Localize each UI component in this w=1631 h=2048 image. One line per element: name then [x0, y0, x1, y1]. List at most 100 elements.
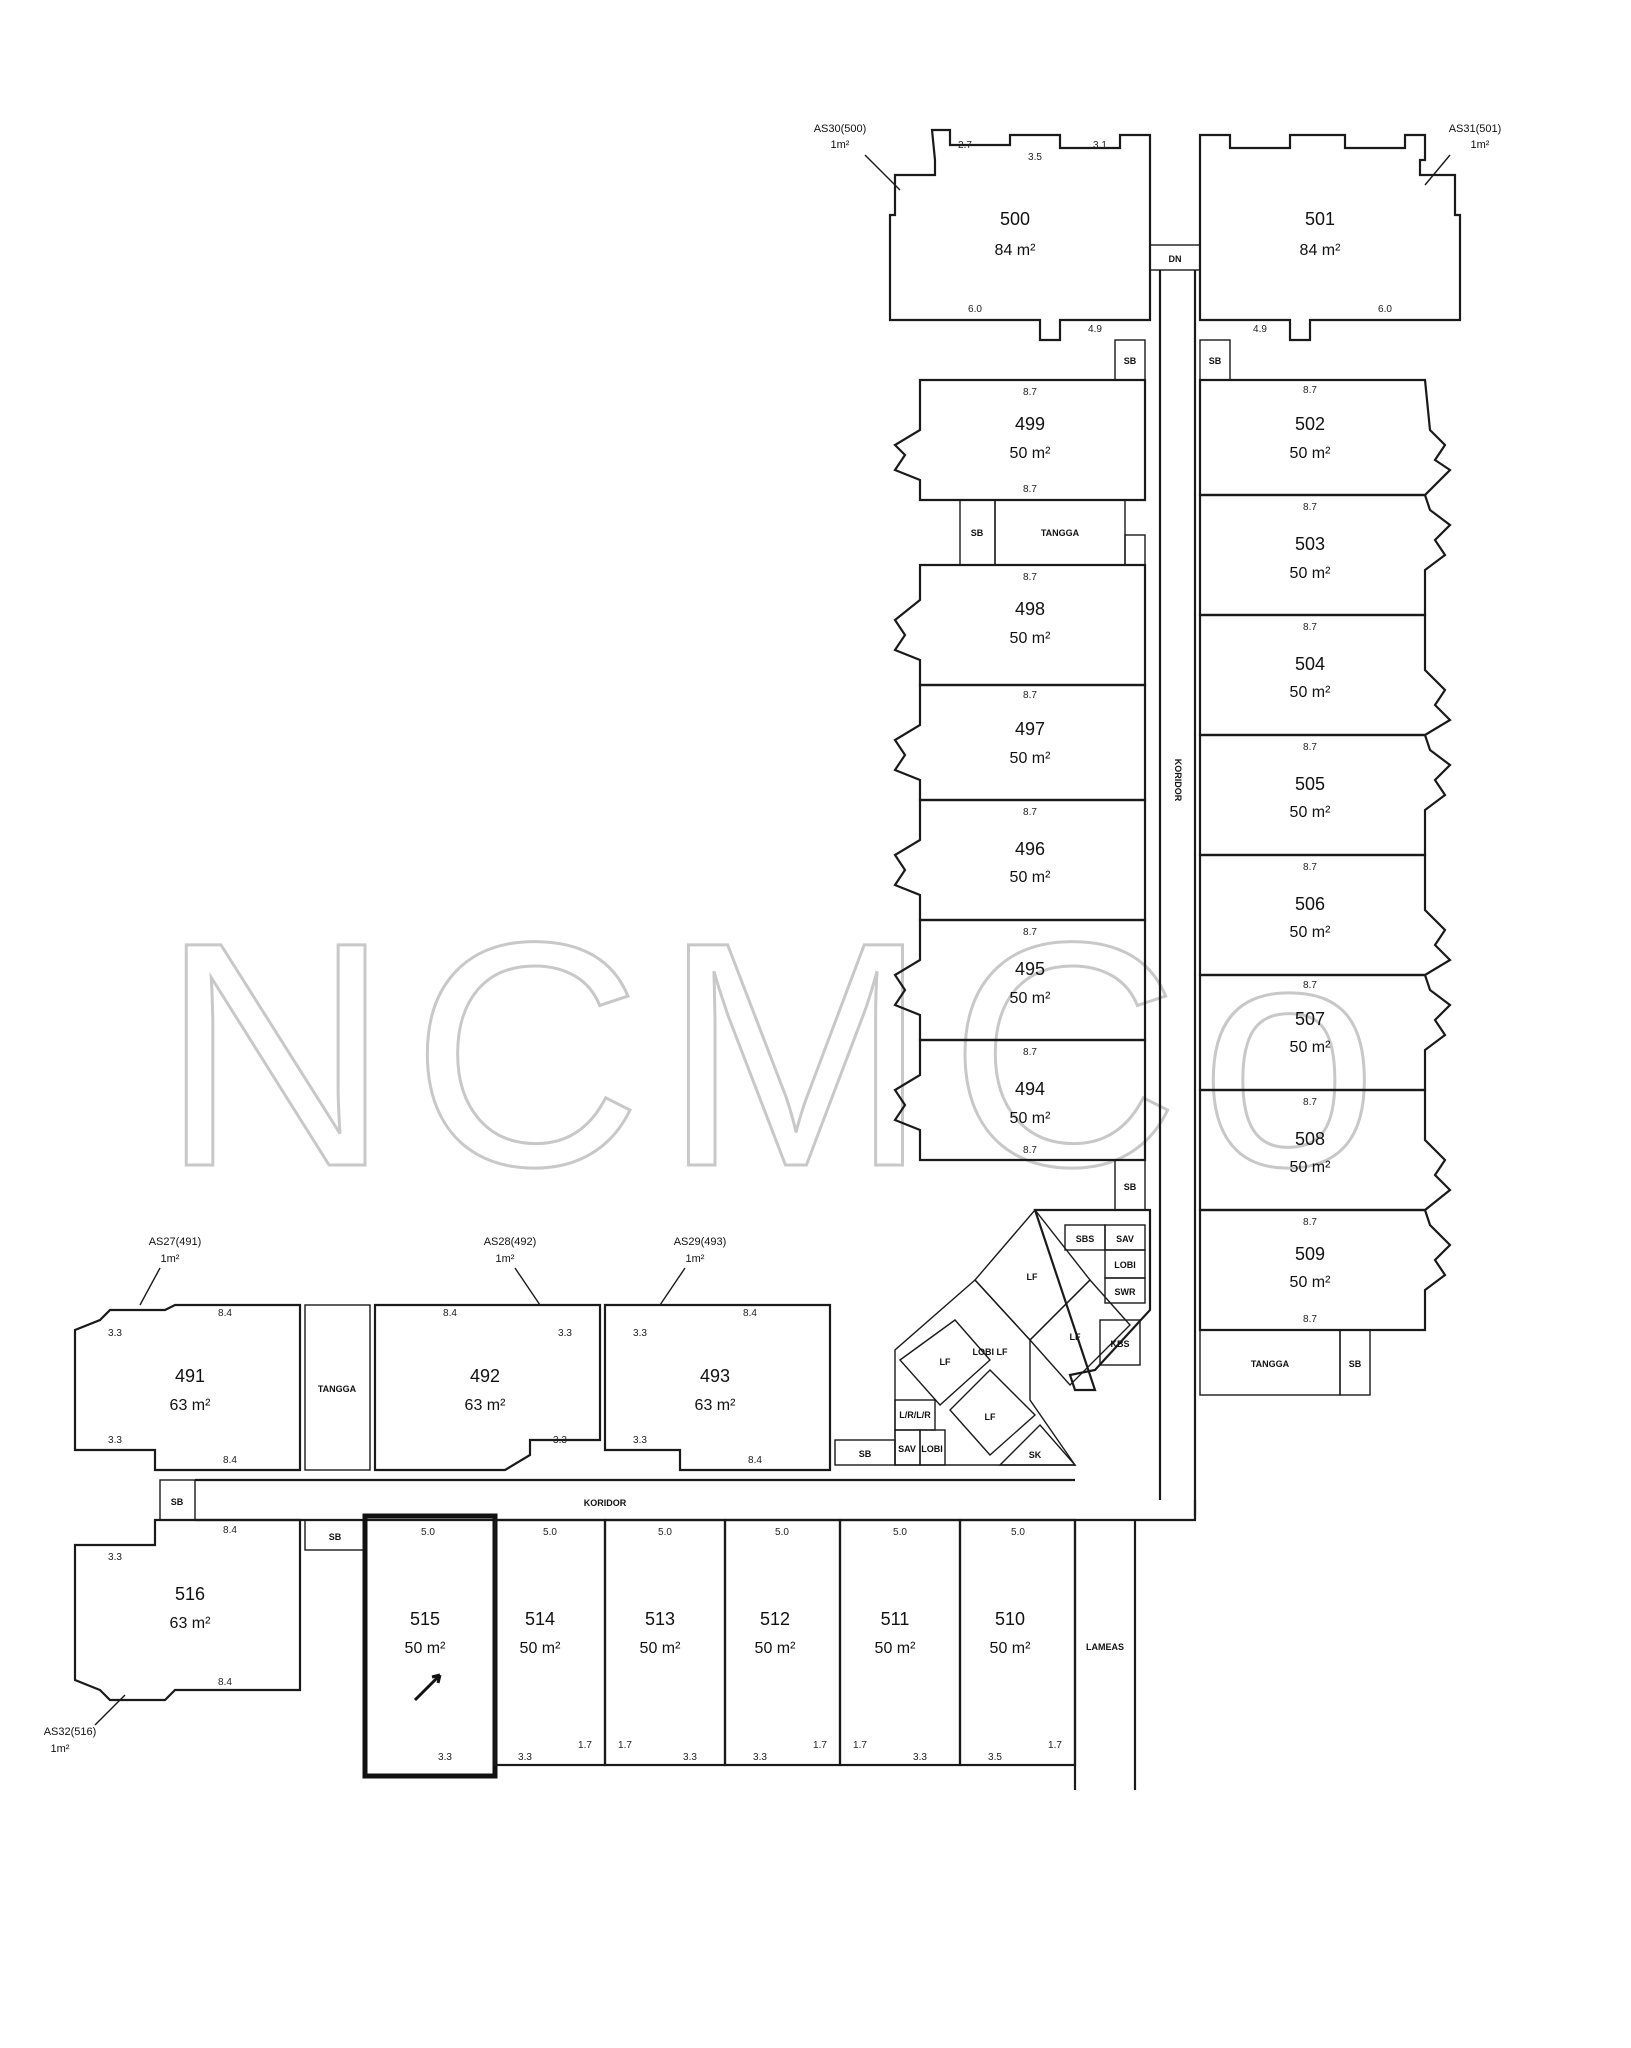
unit-area: 84 m²: [1300, 242, 1342, 259]
unit-503[interactable]: [1198, 493, 1452, 617]
unit-area: 50 m²: [875, 1640, 917, 1657]
dim-label: 8.4: [218, 1677, 232, 1688]
unit-494[interactable]: [893, 1038, 1147, 1162]
annotation-as27: AS27(491): [149, 1236, 202, 1248]
corridor-label: KORIDOR: [1173, 759, 1183, 802]
room-label: LOBI LF: [973, 1347, 1008, 1357]
annotation-as29: AS29(493): [674, 1236, 727, 1248]
unit-500[interactable]: 500 84 m² 6.0 4.9 2.7 3.5 3.1: [888, 128, 1152, 342]
unit-area: 50 m²: [1290, 565, 1332, 582]
dim-label: 8.7: [1023, 484, 1037, 495]
dim-label: 1.7: [1048, 1740, 1062, 1751]
dim-label: 5.0: [421, 1527, 435, 1538]
unit-492[interactable]: [373, 1303, 602, 1472]
dim-label: 8.7: [1023, 927, 1037, 938]
room-label: LOBI: [921, 1444, 943, 1454]
unit-493[interactable]: [603, 1303, 832, 1472]
unit-491[interactable]: [73, 1303, 302, 1472]
unit-496[interactable]: [893, 798, 1147, 922]
unit-area: 63 m²: [695, 1397, 737, 1414]
room-label: LF: [940, 1357, 951, 1367]
unit-area: 50 m²: [1290, 924, 1332, 941]
room-label: KBS: [1110, 1339, 1129, 1349]
unit-number: 500: [1000, 209, 1030, 229]
room-label: SK: [1029, 1450, 1042, 1460]
unit-number: 503: [1295, 534, 1325, 554]
lift-core: LF LF SBS SAV LOBI SWR LOBI LF LF LF SK …: [834, 1208, 1152, 1466]
unit-number: 513: [645, 1609, 675, 1629]
unit-number: 492: [470, 1366, 500, 1386]
unit-number: 515: [410, 1609, 440, 1629]
unit-number: 495: [1015, 959, 1045, 979]
unit-area: 63 m²: [465, 1397, 507, 1414]
vertical-corridor: [1158, 270, 1197, 1515]
room-label: LF: [1070, 1332, 1081, 1342]
unit-505[interactable]: [1198, 733, 1452, 857]
room-label: SWR: [1115, 1287, 1136, 1297]
room-label: TANGGA: [1041, 528, 1080, 538]
room-label: LAMEAS: [1086, 1642, 1124, 1652]
unit-495[interactable]: [893, 918, 1147, 1042]
room-label: SB: [1124, 1182, 1137, 1192]
dim-label: 8.7: [1303, 1217, 1317, 1228]
leader-line: [139, 1267, 161, 1306]
unit-number: 516: [175, 1584, 205, 1604]
unit-area: 50 m²: [520, 1640, 562, 1657]
unit-501[interactable]: 501 84 m² 4.9 6.0: [1198, 133, 1462, 342]
dim-label: 2.7: [958, 140, 972, 151]
room-label: TANGGA: [318, 1384, 357, 1394]
dim-label: 4.9: [1253, 324, 1267, 335]
dim-label: 8.4: [223, 1525, 237, 1536]
dim-label: 3.3: [633, 1435, 647, 1446]
room-label: SB: [859, 1449, 872, 1459]
room-label: SB: [971, 528, 984, 538]
dim-label: 3.3: [438, 1752, 452, 1763]
room-label: SB: [1209, 356, 1222, 366]
unit-number: 514: [525, 1609, 555, 1629]
dim-label: 6.0: [1378, 304, 1392, 315]
room-label: DN: [1169, 254, 1182, 264]
dim-label: 3.3: [683, 1752, 697, 1763]
dim-label: 3.3: [108, 1435, 122, 1446]
unit-497[interactable]: [893, 683, 1147, 802]
dim-label: 8.7: [1303, 502, 1317, 513]
unit-516[interactable]: [73, 1518, 302, 1702]
unit-502[interactable]: [1198, 378, 1452, 497]
annotation-as30: AS30(500): [814, 123, 867, 135]
dim-label: 1.7: [813, 1740, 827, 1751]
unit-number: 508: [1295, 1129, 1325, 1149]
room-label: SBS: [1076, 1234, 1095, 1244]
unit-area: 50 m²: [640, 1640, 682, 1657]
room-label: LOBI: [1114, 1260, 1136, 1270]
unit-number: 511: [881, 1609, 910, 1629]
unit-number: 502: [1295, 414, 1325, 434]
unit-number: 498: [1015, 599, 1045, 619]
dim-label: 5.0: [658, 1527, 672, 1538]
leader-line: [1424, 154, 1451, 186]
dim-label: 8.7: [1303, 862, 1317, 873]
bottom-row-units: 516 63 m² 8.4 3.3 8.4 SB 515 50 m² 5.0 3…: [73, 1513, 1137, 1790]
unit-area: 50 m²: [405, 1640, 447, 1657]
unit-number: 510: [995, 1609, 1025, 1629]
unit-number: 509: [1295, 1244, 1325, 1264]
annotation-area: 1m²: [1471, 139, 1490, 151]
unit-area: 50 m²: [1290, 1039, 1332, 1056]
dim-label: 8.7: [1023, 807, 1037, 818]
leader-line: [659, 1267, 686, 1306]
dim-label: 5.0: [1011, 1527, 1025, 1538]
annotation-as28: AS28(492): [484, 1236, 537, 1248]
unit-499[interactable]: [893, 378, 1147, 502]
arrow-icon: [413, 1673, 442, 1702]
unit-504[interactable]: [1198, 613, 1452, 737]
unit-area: 50 m²: [1010, 445, 1052, 462]
room-label: L/R/L/R: [899, 1410, 931, 1420]
leader-line: [864, 154, 901, 191]
dim-label: 8.7: [1303, 980, 1317, 991]
dim-label: 8.7: [1023, 387, 1037, 398]
dim-label: 5.0: [893, 1527, 907, 1538]
dim-label: 8.4: [748, 1455, 762, 1466]
dim-label: 5.0: [775, 1527, 789, 1538]
unit-498[interactable]: [893, 563, 1147, 687]
annotation-area: 1m²: [831, 139, 850, 151]
